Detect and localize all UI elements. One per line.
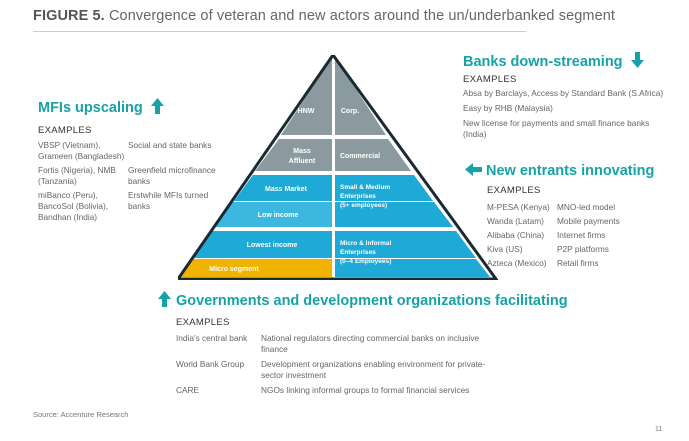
arrow-up-icon <box>158 291 171 307</box>
page-number: 11 <box>655 426 663 433</box>
figure-title-text: Convergence of veteran and new actors ar… <box>108 8 616 24</box>
gov-actor-description: National regulators directing commercial… <box>261 333 480 343</box>
mfis-example-line: VBSP (Vietnam), <box>38 140 101 150</box>
pyramid-micro-enterprise-lower <box>335 259 490 277</box>
mfis-example-line: (Tanzania) <box>38 176 77 186</box>
entrants-names-column: M-PESA (Kenya) Wanda (Latam) Alibaba (Ch… <box>487 200 550 270</box>
mfis-right-column: Social and state banks Greenfield microf… <box>128 140 216 212</box>
pyramid-label-commercial: Commercial <box>340 153 380 160</box>
entrant-type: Retail firms <box>557 258 599 268</box>
banks-example-line: Easy by RHB (Malaysia) <box>463 103 553 113</box>
pyramid-lowest-income-segment <box>192 231 332 258</box>
pyramid-label-micro-ent-1: Micro & Informal <box>340 240 391 247</box>
arrow-down-icon <box>630 52 644 68</box>
pyramid-outline <box>178 55 498 280</box>
pyramid-label-mass-market: Mass Market <box>265 186 308 193</box>
mfis-type-line: Erstwhile MFIs turned <box>128 190 209 200</box>
title-divider <box>33 31 526 32</box>
pyramid-label-micro-ent-3: (0–4 Employees) <box>340 258 391 265</box>
pyramid-micro-enterprise-segment <box>335 231 476 258</box>
entrants-heading: New entrants innovating <box>465 163 654 179</box>
pyramid-mass-market-segment <box>234 175 332 201</box>
gov-actor-name: India's central bank <box>176 333 248 343</box>
pyramid-label-micro-ent-2: Enterprises <box>340 249 376 256</box>
pyramid-micro-segment <box>180 259 332 277</box>
gov-actor-name: World Bank Group <box>176 359 245 369</box>
pyramid-low-income-segment <box>214 202 332 227</box>
mfis-example-line: Fortis (Nigeria), NMB <box>38 165 116 175</box>
mfis-example-line: miBanco (Peru), <box>38 190 98 200</box>
mfis-left-column: VBSP (Vietnam), Grameen (Bangladesh) For… <box>38 140 124 223</box>
pyramid-label-sme-1: Small & Medium <box>340 184 390 191</box>
pyramid-label-sme-3: (5+ employees) <box>340 202 387 209</box>
gov-actor-description: finance <box>261 344 288 354</box>
mfis-example-line: Grameen (Bangladesh) <box>38 151 125 161</box>
mfis-examples-label: EXAMPLES <box>38 125 92 136</box>
banks-heading-text: Banks down-streaming <box>463 54 623 70</box>
mfis-type-line: banks <box>128 201 151 211</box>
pyramid-label-sme-2: Enterprises <box>340 193 376 200</box>
pyramid-label-low-income: Low income <box>258 212 299 219</box>
pyramid-mass-affluent-segment <box>255 139 332 171</box>
gov-descriptions-column: National regulators directing commercial… <box>261 333 485 396</box>
entrant-name: Alibaba (China) <box>487 230 545 240</box>
mfis-type-line: Greenfield microfinance <box>128 165 216 175</box>
arrow-up-icon <box>150 98 164 114</box>
banks-examples-list: Absa by Barclays, Access by Standard Ban… <box>463 88 663 140</box>
pyramid-commercial-segment <box>335 139 411 171</box>
figure-title: FIGURE 5. Convergence of veteran and new… <box>33 8 615 24</box>
arrow-left-icon <box>465 163 482 176</box>
gov-actor-description: NGOs linking informal groups to formal f… <box>261 385 470 395</box>
entrant-name: Wanda (Latam) <box>487 216 544 226</box>
pyramid-label-hnw: HNW <box>298 108 315 115</box>
mfis-type-line <box>128 151 216 162</box>
entrants-heading-text: New entrants innovating <box>486 163 655 179</box>
entrant-type: MNO-led model <box>557 202 616 212</box>
mfis-heading-text: MFIs upscaling <box>38 100 143 116</box>
figure-label: FIGURE 5. <box>33 8 105 24</box>
pyramid-sme-segment <box>335 175 433 201</box>
banks-example-line: (India) <box>463 129 487 139</box>
gov-actor-description: sector investment <box>261 370 327 380</box>
entrants-types-column: MNO-led model Mobile payments Internet f… <box>557 200 620 270</box>
banks-example-line: New license for payments and small finan… <box>463 118 650 128</box>
mfis-example-line: BancoSol (Bolivia), <box>38 201 109 211</box>
mfis-example-line: Bandhan (India) <box>38 212 98 222</box>
entrant-type: P2P platforms <box>557 244 609 254</box>
entrant-type: Internet firms <box>557 230 606 240</box>
pyramid-label-corp: Corp. <box>341 108 359 115</box>
entrant-name: Azteca (Mexico) <box>487 258 547 268</box>
entrants-examples-label: EXAMPLES <box>487 185 541 196</box>
pyramid-label-lowest-income: Lowest income <box>247 242 298 249</box>
source-note: Source: Accenture Research <box>33 410 129 419</box>
banks-examples-label: EXAMPLES <box>463 74 517 85</box>
entrant-type: Mobile payments <box>557 216 620 226</box>
mfis-type-line: Social and state banks <box>128 140 212 150</box>
gov-examples-label: EXAMPLES <box>176 317 230 328</box>
pyramid-sme-lower-segment <box>335 202 453 227</box>
pyramid-label-micro-segment: Micro segment <box>209 266 259 273</box>
pyramid-label-mass: Mass <box>293 148 311 155</box>
gov-heading: Governments and development organization… <box>158 291 568 309</box>
entrant-name: Kiva (US) <box>487 244 523 254</box>
gov-actor-name: CARE <box>176 385 200 395</box>
banks-heading: Banks down-streaming <box>463 52 644 70</box>
mfis-heading: MFIs upscaling <box>38 98 164 116</box>
pyramid-diagram: HNW Mass Affluent Mass Market Low income… <box>178 55 498 280</box>
entrant-name: M-PESA (Kenya) <box>487 202 550 212</box>
banks-example-line: Absa by Barclays, Access by Standard Ban… <box>463 88 664 98</box>
pyramid-label-affluent: Affluent <box>289 158 316 165</box>
gov-actor-description: Development organizations enabling envir… <box>261 359 486 369</box>
gov-heading-text: Governments and development organization… <box>176 293 568 309</box>
gov-names-column: India's central bank World Bank Group CA… <box>176 333 247 396</box>
mfis-type-line: banks <box>128 176 151 186</box>
